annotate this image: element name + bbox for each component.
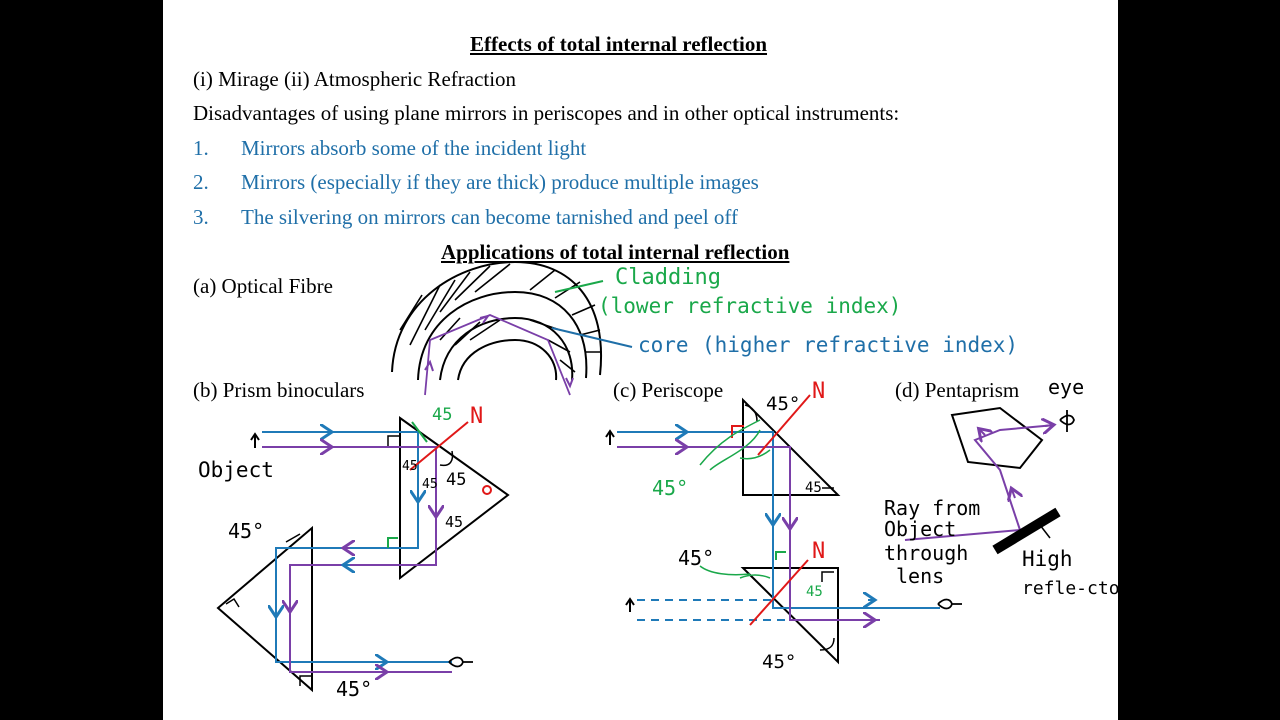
angle-label: 45 [402,459,418,474]
list-item: The silvering on mirrors can become tarn… [241,205,739,229]
angle-label: 45 [446,470,466,490]
normal-label: N [812,379,825,404]
object-label: Object [198,458,274,482]
list-item: Mirrors absorb some of the incident ligh… [241,136,587,160]
list-item: Mirrors (especially if they are thick) p… [241,170,759,194]
angle-label: 45° [762,651,796,673]
angle-label: 45 [422,477,438,492]
angle-label: 45 [806,584,823,600]
core-label: core [638,333,689,357]
cladding-label: Cladding [615,265,721,290]
ray-label: Ray from [884,496,980,520]
normal-label: N [470,404,483,429]
effects-line: (i) Mirage (ii) Atmospheric Refraction [193,67,517,91]
application-prism-binoculars: (b) Prism binoculars [193,378,365,402]
application-pentaprism: (d) Pentaprism [895,378,1020,402]
normal-label: N [812,539,825,564]
reflector-label: High [1022,547,1073,571]
angle-label: 45° [678,546,714,570]
angle-label: 45 [805,480,822,496]
cladding-note: (lower refractive index) [598,294,901,318]
periscope-diagram [605,394,962,665]
angle-label: 45° [766,393,800,415]
list-number: 1. [193,136,209,160]
heading-applications: Applications of total internal reflectio… [441,240,790,264]
ray-label: lens [896,564,944,588]
eye-label: eye [1048,375,1084,399]
heading-effects: Effects of total internal reflection [470,32,768,56]
core-note: (higher refractive index) [702,333,1018,357]
list-number: 3. [193,205,209,229]
application-periscope: (c) Periscope [613,378,724,402]
pentaprism-diagram [904,406,1075,555]
angle-label: 45° [228,519,264,543]
reflector-label: refle-ctor [1022,578,1131,599]
application-optical-fibre: (a) Optical Fibre [193,274,333,298]
angle-label: 45 [432,405,452,425]
list-number: 2. [193,170,209,194]
angle-label: 45 [445,513,463,531]
ray-label: through [884,541,968,565]
optical-fibre-diagram [391,260,633,396]
angle-label: 45° [336,677,372,701]
disadvantages-intro: Disadvantages of using plane mirrors in … [193,101,900,125]
ray-label: Object [884,517,956,541]
prism-binoculars-diagram [216,416,510,693]
angle-label: 45° [652,476,688,500]
